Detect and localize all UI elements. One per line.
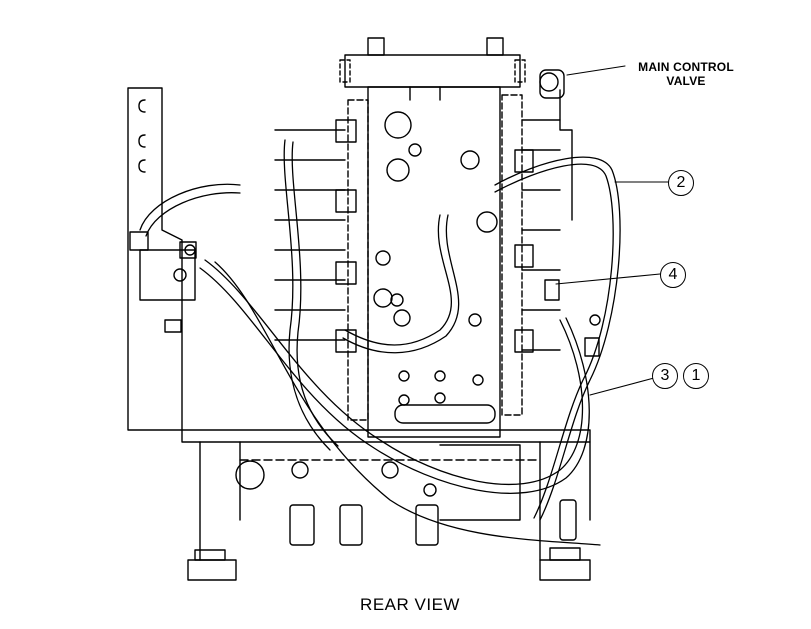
callout-4: 4 xyxy=(660,262,686,288)
left-valve-block xyxy=(129,231,197,333)
main-control-valve-label-line2: VALVE xyxy=(666,74,706,88)
main-control-valve-body xyxy=(347,86,523,438)
callout-3: 3 xyxy=(652,363,678,389)
leader-lines xyxy=(555,65,669,396)
hose-1-3 xyxy=(199,259,590,494)
hose-2 xyxy=(494,156,621,521)
callout-1: 1 xyxy=(683,363,709,389)
base-frame xyxy=(181,429,591,581)
main-control-valve-label: MAIN CONTROL xyxy=(638,60,734,74)
callout-2: 2 xyxy=(668,170,694,196)
hose-left xyxy=(139,139,339,451)
valve-side-sections xyxy=(274,69,573,353)
view-caption: REAR VIEW xyxy=(360,595,460,614)
valve-top-housing xyxy=(339,37,526,88)
hose-fittings xyxy=(544,279,601,541)
left-bracket-plate xyxy=(127,87,183,431)
lower-pump-assembly xyxy=(235,444,521,546)
hose-center xyxy=(214,214,601,546)
